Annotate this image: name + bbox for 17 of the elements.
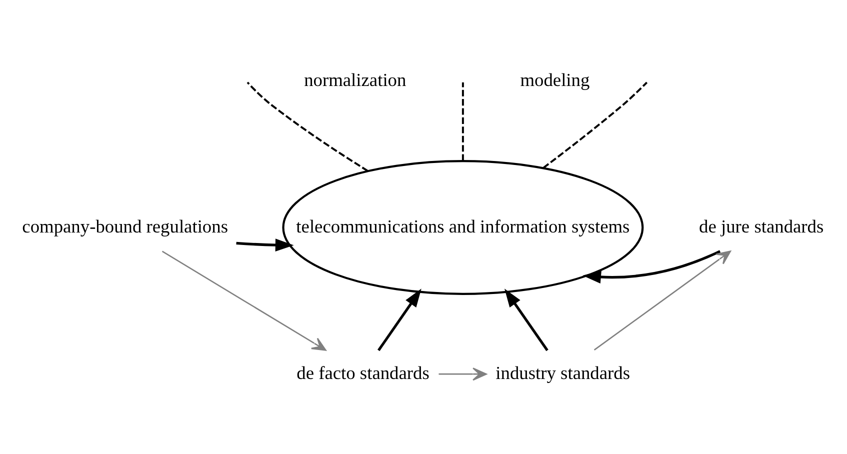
node-text: industry standards: [496, 362, 630, 382]
arrow: [594, 250, 731, 350]
node-text: company-bound regulations: [22, 216, 228, 236]
node-ellipse: telecommunications and information systems: [282, 160, 644, 294]
arrow: [582, 250, 721, 283]
connector: [246, 81, 368, 172]
node-text: de facto standards: [296, 362, 430, 382]
connector: [462, 82, 464, 160]
arrow: [236, 238, 294, 251]
arrow: [438, 367, 487, 380]
label: modeling: [520, 69, 590, 90]
arrow: [504, 288, 548, 351]
node-text: de jure standards: [699, 216, 824, 236]
arrow: [162, 250, 326, 350]
connector: [542, 81, 648, 168]
arrow: [377, 288, 422, 351]
label: normalization: [304, 69, 406, 90]
